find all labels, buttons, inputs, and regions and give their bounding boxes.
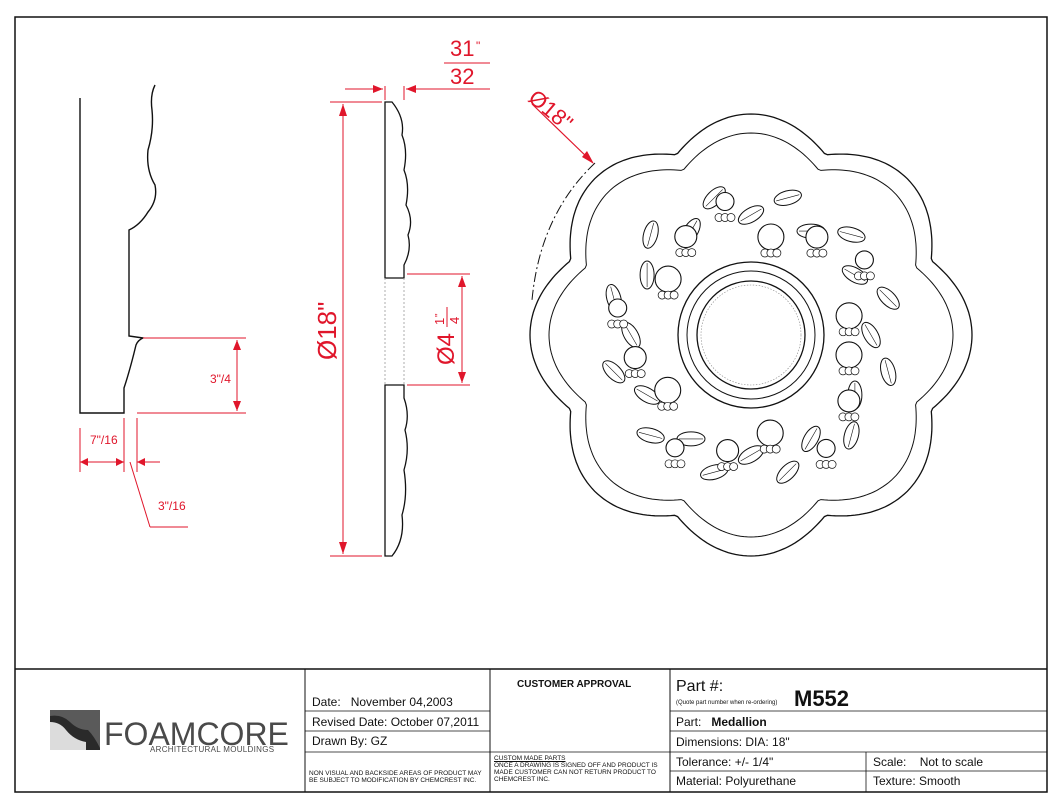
medallion-inner-rim (548, 132, 954, 538)
material-field: Material: Polyurethane (676, 774, 797, 788)
ornament-fruit (757, 223, 785, 251)
title-block (15, 668, 1047, 792)
medallion-center-ring-outer (677, 261, 825, 409)
hole-diameter-prefix: Ø4 (433, 333, 460, 365)
scale-label: Scale: (873, 755, 907, 769)
section-view: Ø18" 31 " 32 Ø4 1 " 4 (312, 36, 490, 557)
texture-field: Texture: Smooth (873, 774, 961, 788)
ornament-fruit (623, 346, 647, 370)
part-number-hint: (Quote part number when re-ordering) (676, 700, 778, 706)
hole-denominator: 4 (447, 317, 462, 324)
custom-parts-note: ONCE A DRAWING IS SIGNED OFF AND PRODUCT… (494, 762, 658, 783)
thickness-unit: " (476, 39, 480, 53)
part-name-field: Part: Medallion (676, 715, 767, 729)
medallion-diameter-leader (531, 103, 591, 161)
ornament-fruit (665, 438, 685, 458)
foamcore-logo: FOAMCORE ARCHITECTURAL MOULDINGS (50, 710, 289, 754)
hole-unit: " (434, 313, 445, 317)
custom-parts-title: CUSTOM MADE PARTS (494, 755, 566, 762)
date-value: November 04,2003 (350, 695, 453, 709)
ornament-fruit (608, 298, 628, 318)
scale-field: Scale: Not to scale (873, 755, 983, 769)
ornament-fruit (837, 389, 861, 413)
modification-note: NON VISUAL AND BACKSIDE AREAS OF PRODUCT… (309, 770, 482, 784)
part-number-label: Part #: (676, 678, 724, 695)
ornament-fruit (654, 376, 682, 404)
ornament-fruit (674, 225, 698, 249)
ornament-fruit (816, 438, 836, 458)
ornament-fruit (716, 439, 740, 463)
profile-view: 3"/4 7"/16 3"/16 (79, 84, 246, 528)
profile-height-label: 3"/4 (210, 372, 231, 386)
date-label: Date: (312, 695, 341, 709)
ornament-fruit (805, 225, 829, 249)
medallion-center-hole (696, 280, 806, 390)
part-name-value: Medallion (711, 715, 767, 729)
thickness-denominator: 32 (450, 64, 474, 89)
medallion-diameter-label: Ø18" (524, 85, 578, 136)
sheet-border (14, 16, 1048, 793)
scale-value: Not to scale (919, 755, 984, 769)
part-number-value: M552 (794, 686, 850, 711)
profile-width-label: 7"/16 (90, 433, 118, 447)
medallion-inner-scallop (548, 132, 954, 538)
hole-numerator: 1 (432, 318, 447, 325)
thickness-numerator: 31 (450, 36, 474, 61)
part-name-label: Part: (676, 715, 702, 729)
tolerance-field: Tolerance: +/- 1/4" (676, 755, 774, 769)
ornament-fruit (715, 191, 735, 212)
dimensions-field: Dimensions: DIA: 18" (676, 735, 790, 749)
profile-step-label: 3"/16 (158, 499, 186, 513)
section-upper-piece (384, 101, 412, 279)
medallion-center-ring (686, 270, 816, 400)
ornament-fruit (654, 265, 682, 293)
section-lower-piece (384, 384, 408, 557)
profile-outline (79, 84, 157, 414)
medallion-fruit-ornament (602, 186, 900, 484)
ornament-fruit (835, 302, 863, 330)
ornament-fruit (854, 250, 874, 270)
drawn-by: Drawn By: GZ (312, 734, 388, 748)
logo-name: FOAMCORE (104, 716, 289, 752)
customer-approval-heading: CUSTOMER APPROVAL (517, 679, 632, 690)
section-diameter-label: Ø18" (312, 302, 342, 360)
logo-subtitle: ARCHITECTURAL MOULDINGS (150, 745, 274, 754)
ornament-fruit (835, 341, 863, 369)
ornament-fruit (756, 419, 784, 447)
medallion-view: Ø18" (524, 85, 973, 557)
revised-date: Revised Date: October 07,2011 (312, 715, 480, 729)
date-field: Date: November 04,2003 (312, 695, 453, 709)
